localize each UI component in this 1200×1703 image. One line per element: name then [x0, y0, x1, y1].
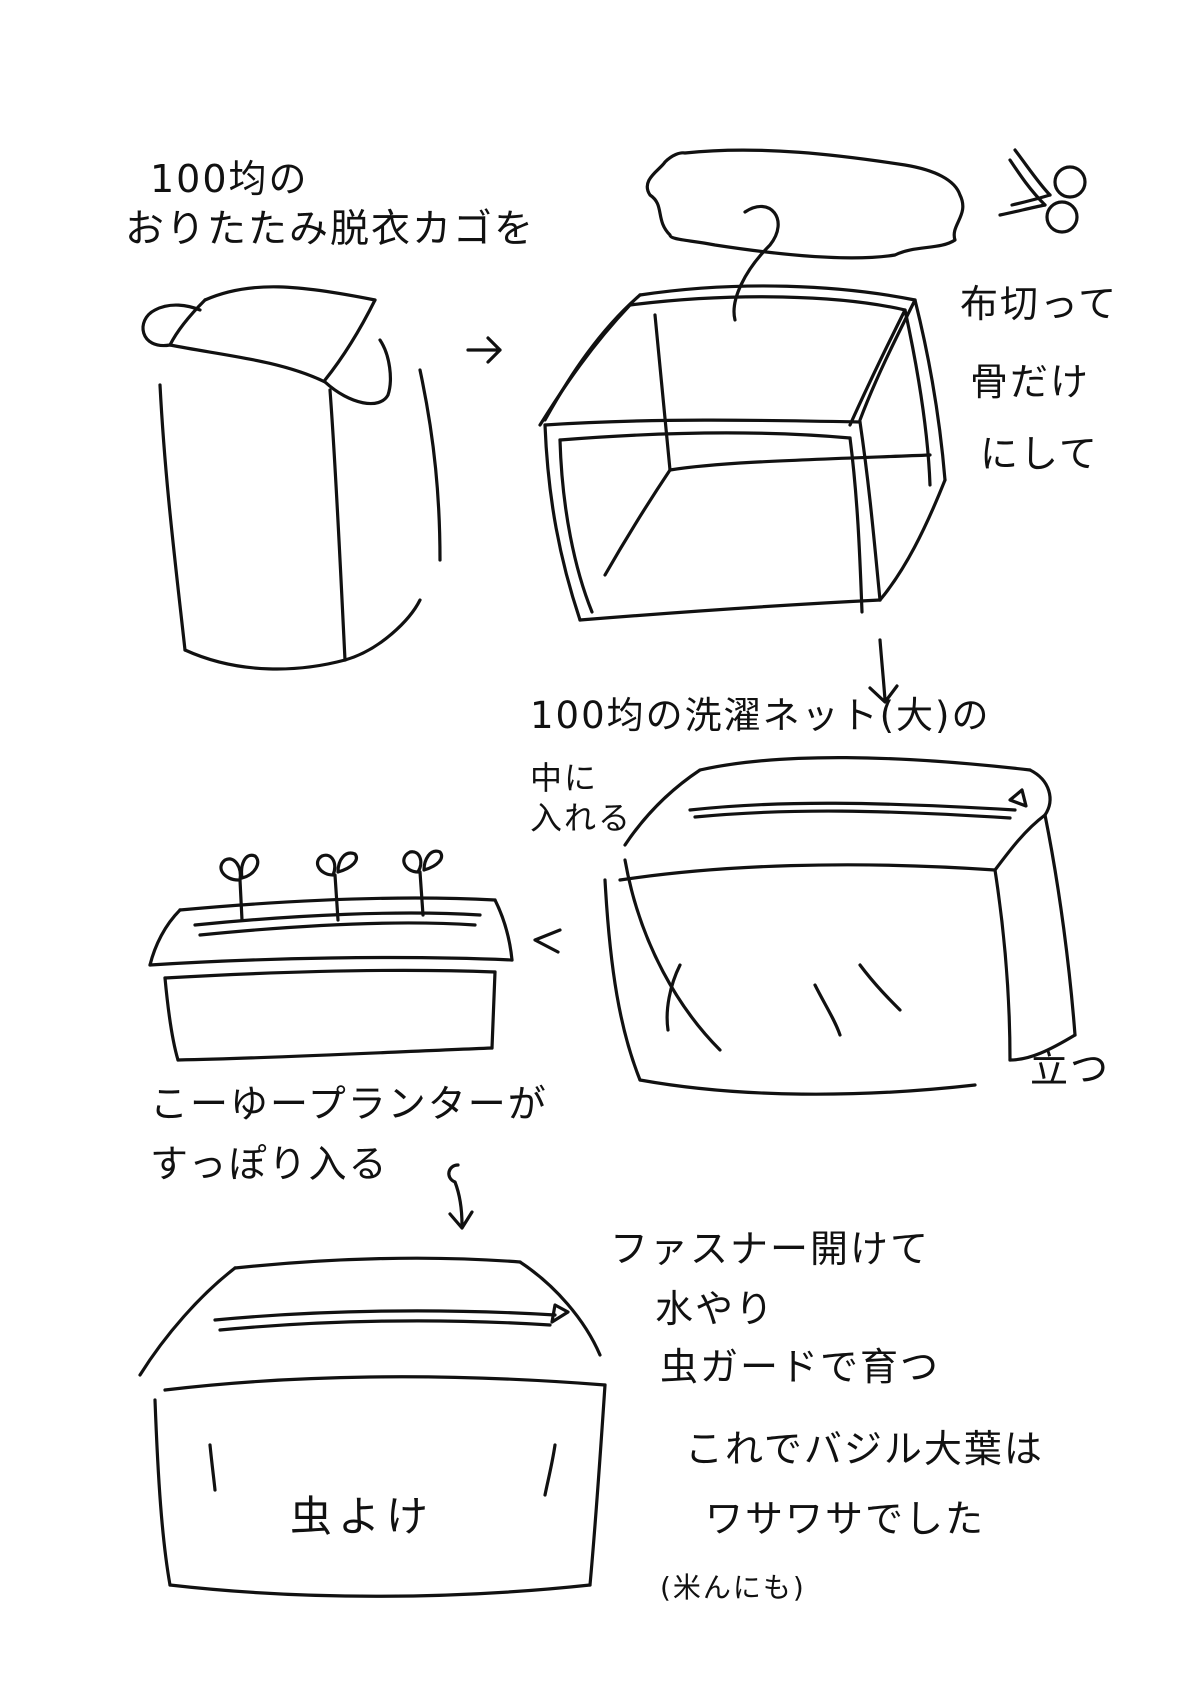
- laundry-net-drawing: [603, 756, 1077, 1096]
- net-label: 虫よけ: [290, 1492, 435, 1541]
- result-note-line1: これでバジル大葉は: [685, 1427, 1044, 1471]
- step1-note-line1: 100均の: [150, 157, 309, 201]
- planter-drawing: [148, 849, 514, 1062]
- arrow-down-icon: [447, 1163, 474, 1230]
- arrow-right-icon: [466, 336, 502, 364]
- step2-note-line3: にして: [980, 432, 1099, 476]
- planter-note-line1: こーゆープランターが: [150, 1082, 548, 1126]
- step3-note-line1: 100均の洗濯ネット(大)の: [530, 694, 991, 737]
- result-note-line3: (米んにも): [660, 1571, 806, 1604]
- step3-note-line2: 中に: [530, 759, 599, 797]
- arrow-left-icon: [533, 928, 562, 954]
- step3-note-line3: 入れる: [530, 799, 633, 837]
- folding-basket-drawing: [141, 285, 442, 671]
- step2-note-line2: 骨だけ: [970, 360, 1091, 404]
- finished-enclosure-drawing: [138, 1256, 607, 1598]
- zip-note-line3: 虫ガードで育つ: [660, 1345, 941, 1389]
- cut-cloth-drawing: [645, 148, 965, 322]
- zip-note-line2: 水やり: [655, 1287, 776, 1331]
- zip-note-line1: ファスナー開けて: [610, 1227, 931, 1271]
- result-note-line2: ワサワサでした: [705, 1497, 986, 1541]
- basket-frame-drawing: [538, 284, 947, 622]
- stand-note: 立つ: [1030, 1047, 1111, 1091]
- arrow-down-icon: [868, 638, 899, 704]
- planter-note-line2: すっぽり入る: [150, 1142, 389, 1186]
- step2-note-line1: 布切って: [960, 282, 1119, 326]
- scissors-icon: [998, 148, 1087, 234]
- step1-note-line2: おりたたみ脱衣カゴを: [125, 207, 536, 252]
